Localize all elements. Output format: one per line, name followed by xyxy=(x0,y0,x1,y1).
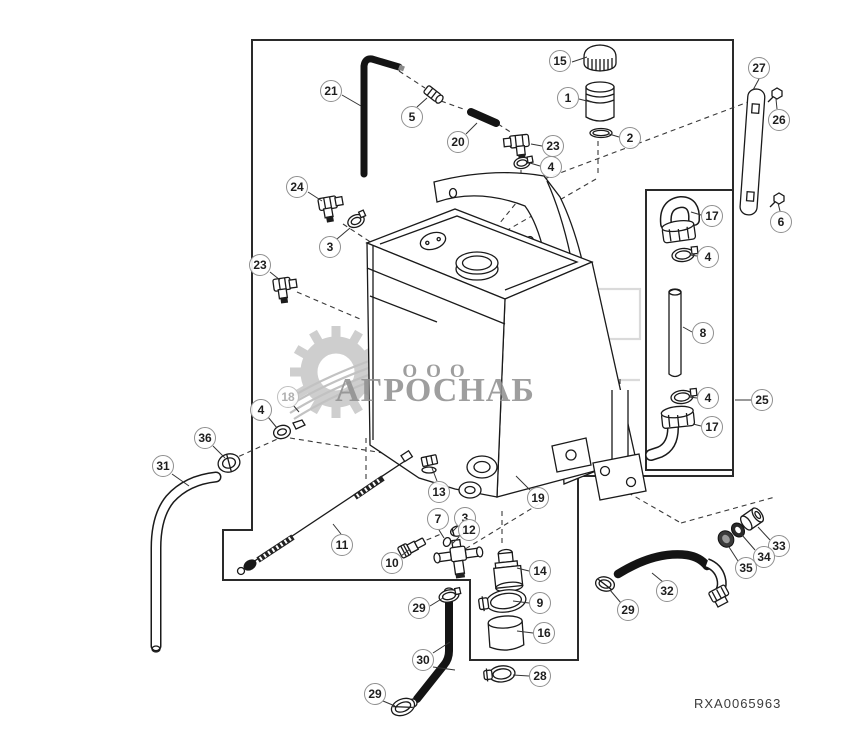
figure-id-label: RXA0065963 xyxy=(694,696,782,711)
callout-5: 5 xyxy=(401,106,423,128)
callout-27: 27 xyxy=(748,57,770,79)
clamp-9 xyxy=(478,589,527,613)
callout-4: 4 xyxy=(697,387,719,409)
hose-21 xyxy=(360,55,405,178)
callout-1: 1 xyxy=(557,87,579,109)
grommet-36 xyxy=(217,453,241,473)
callout-19: 19 xyxy=(527,487,549,509)
clamp-4-top xyxy=(513,155,534,170)
callout-9: 9 xyxy=(529,592,551,614)
callout-leader-lines xyxy=(171,56,781,707)
callout-18: 18 xyxy=(277,386,299,408)
callout-32: 32 xyxy=(656,580,678,602)
callout-34: 34 xyxy=(753,546,775,568)
callout-13: 13 xyxy=(428,481,450,503)
filler-neck-1 xyxy=(585,81,615,122)
callout-23: 23 xyxy=(542,135,564,157)
hose-32 xyxy=(613,550,730,608)
callout-21: 21 xyxy=(320,80,342,102)
elbow-17-bottom xyxy=(645,405,696,461)
callout-28: 28 xyxy=(529,665,551,687)
callout-25: 25 xyxy=(751,389,773,411)
callout-12: 12 xyxy=(458,519,480,541)
callout-36: 36 xyxy=(194,427,216,449)
callout-17: 17 xyxy=(701,416,723,438)
nut-35 xyxy=(717,530,735,548)
bushing-33 xyxy=(739,507,765,531)
callout-4: 4 xyxy=(540,156,562,178)
clamp-29-a xyxy=(438,586,462,603)
grommet-4-left xyxy=(272,419,306,440)
callout-35: 35 xyxy=(735,557,757,579)
watermark-gear-logo xyxy=(290,326,382,418)
tube-8 xyxy=(668,288,682,378)
clamp-4-inset-top xyxy=(671,245,699,263)
fitting-5 xyxy=(423,85,444,104)
reducer-14 xyxy=(493,548,524,593)
screw-26 xyxy=(767,87,783,103)
callout-6: 6 xyxy=(770,211,792,233)
clamp-29-c xyxy=(594,576,616,592)
callout-10: 10 xyxy=(381,552,403,574)
callout-11: 11 xyxy=(331,534,353,556)
oring-2 xyxy=(589,127,613,139)
tee-fitting-24 xyxy=(317,195,344,223)
callout-4: 4 xyxy=(697,246,719,268)
callout-7: 7 xyxy=(427,508,449,530)
callout-14: 14 xyxy=(529,560,551,582)
callout-20: 20 xyxy=(447,131,469,153)
oring-7 xyxy=(442,536,452,548)
tank-bracket xyxy=(592,453,647,501)
fitting-10 xyxy=(397,537,427,559)
callout-17: 17 xyxy=(701,205,723,227)
callout-3: 3 xyxy=(319,236,341,258)
washer-34 xyxy=(730,522,746,538)
callout-2: 2 xyxy=(619,127,641,149)
callout-30: 30 xyxy=(412,649,434,671)
callout-23: 23 xyxy=(249,254,271,276)
callout-24: 24 xyxy=(286,176,308,198)
callout-26: 26 xyxy=(768,109,790,131)
clamp-28 xyxy=(483,665,516,683)
cap-15 xyxy=(583,44,617,72)
sleeve-16 xyxy=(487,615,525,651)
clamp-29-b xyxy=(390,697,416,717)
elbow-17-top xyxy=(659,195,701,244)
callout-29: 29 xyxy=(617,599,639,621)
inset-group-border xyxy=(645,189,734,471)
callout-15: 15 xyxy=(549,50,571,72)
nut-13 xyxy=(420,454,439,474)
dashed-construction-lines xyxy=(230,70,776,552)
callout-31: 31 xyxy=(152,455,174,477)
clamp-4-inset-bottom xyxy=(670,387,698,405)
valve-12 xyxy=(433,538,484,579)
cable-11 xyxy=(236,449,414,576)
tee-fitting-23-left xyxy=(272,276,298,304)
clamp-3-top xyxy=(347,209,367,229)
strap-27 xyxy=(739,88,766,216)
callout-16: 16 xyxy=(533,622,555,644)
screw-6 xyxy=(769,192,785,208)
tank-body xyxy=(365,208,647,501)
callout-29: 29 xyxy=(408,597,430,619)
callout-8: 8 xyxy=(692,322,714,344)
hose-20 xyxy=(467,108,500,127)
hose-31 xyxy=(150,471,222,653)
callout-29: 29 xyxy=(364,683,386,705)
callout-4: 4 xyxy=(250,399,272,421)
